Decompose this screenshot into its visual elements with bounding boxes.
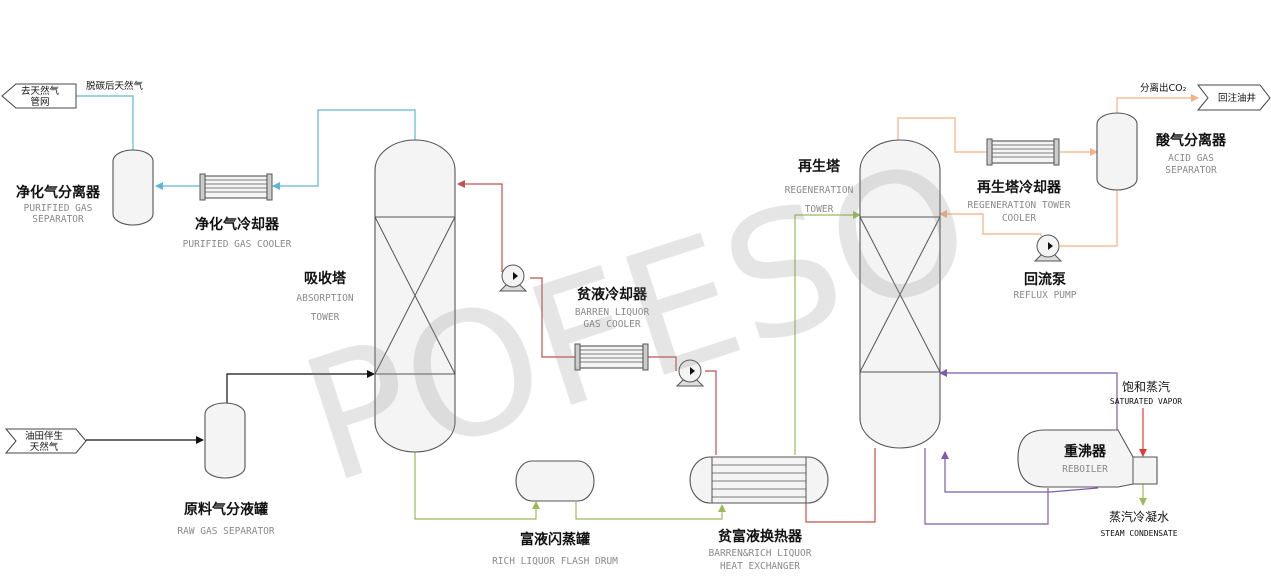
label-hx-en-2: HEAT EXCHANGER: [720, 561, 800, 572]
label-to-pipeline-1: 去天然气: [21, 85, 60, 97]
boundary-raw-gas: [4, 428, 87, 454]
label-raw-sep-en: RAW GAS SEPARATOR: [177, 526, 275, 537]
regeneration-tower: [859, 139, 941, 449]
barren-rich-heat-exchanger: [689, 456, 829, 504]
boundary-reinject: [1196, 84, 1271, 111]
absorption-tower: [374, 139, 456, 453]
pipe-reboiler-vapor-return: [939, 369, 1118, 432]
label-reboiler-en: REBOILER: [1062, 464, 1108, 475]
purified-gas-cooler: [199, 173, 273, 201]
pipe-regen-overhead: [897, 117, 992, 153]
label-absorber-cn: 吸收塔: [304, 270, 347, 287]
pipe-pump1-to-absorber: [457, 180, 503, 272]
pipe-absorber-bottom-rich: [414, 452, 540, 520]
pipe-flash-to-hx: [575, 502, 726, 520]
label-reinject: 回注油井: [1218, 92, 1256, 104]
label-purified-cooler-en: PURIFIED GAS COOLER: [183, 239, 292, 250]
boundary-to-pipeline: [1, 83, 77, 109]
raw-gas-separator: [204, 402, 246, 479]
label-co2-out: 分离出CO₂: [1140, 82, 1187, 94]
pipe-hx-to-regenerator: [794, 211, 861, 455]
pipe-reflux-to-regen: [939, 210, 1042, 236]
barren-pump-1: [498, 264, 528, 292]
reboiler: [1017, 429, 1158, 488]
label-purified-sep-en-1: PURIFIED GAS: [24, 203, 93, 214]
pipe-barren-hx-to-pump: [805, 448, 876, 523]
pipe-pump2-to-cooler: [643, 356, 677, 371]
label-condensate-cn: 蒸汽冷凝水: [1109, 509, 1169, 524]
label-barren-cooler-en-2: GAS COOLER: [583, 319, 640, 330]
label-acid-sep-cn: 酸气分离器: [1156, 132, 1227, 149]
label-purified-sep-en-2: SEPARATOR: [32, 214, 84, 225]
label-sat-vapor-en: SATURATED VAPOR: [1110, 397, 1182, 406]
label-flash-drum-cn: 富液闪蒸罐: [520, 531, 590, 548]
label-purified-sep-cn: 净化气分离器: [16, 184, 101, 201]
label-raw-gas-2: 天然气: [30, 441, 59, 453]
pipe-co2-out: [1116, 94, 1199, 113]
svg-text:去天然气管网: 去天然气管网: [21, 85, 60, 108]
svg-text:油田伴生天然气: 油田伴生天然气: [25, 430, 64, 453]
rich-liquor-flash-drum: [515, 460, 595, 502]
label-raw-sep-cn: 原料气分液罐: [184, 501, 268, 518]
pipe-absorber-overhead: [272, 109, 416, 190]
label-absorber-en-1: ABSORPTION: [296, 293, 353, 304]
pipe-hx-to-pump2: [705, 370, 717, 455]
label-barren-cooler-cn: 贫液冷却器: [577, 286, 648, 303]
pipe-raw-sep-to-absorber: [226, 370, 375, 405]
pipe-purified-gas-out: [76, 95, 134, 150]
label-barren-cooler-en-1: BARREN LIQUOR: [575, 307, 650, 318]
label-raw-gas-1: 油田伴生: [25, 430, 64, 442]
pipe-regen-bottom-to-reboiler: [924, 448, 1049, 525]
label-sat-vapor-cn: 饱和蒸汽: [1122, 379, 1170, 394]
label-decarb-gas: 脱碳后天然气: [86, 80, 144, 92]
purified-gas-separator: [112, 149, 154, 226]
label-regenerator-en-2: TOWER: [805, 204, 834, 215]
barren-pump-2: [675, 359, 705, 387]
label-purified-cooler-cn: 净化气冷却器: [195, 216, 280, 233]
label-reflux-pump-en: REFLUX PUMP: [1014, 290, 1077, 301]
label-hx-en-1: BARREN&RICH LIQUOR: [709, 548, 812, 559]
reflux-pump: [1033, 234, 1063, 262]
label-reflux-pump-cn: 回流泵: [1024, 271, 1066, 288]
pipe-reboiler-liquid: [941, 451, 1099, 493]
pipe-acid-sep-bottom-reflux: [1060, 190, 1118, 247]
label-regen-cooler-en-1: REGENERATION TOWER: [968, 200, 1071, 211]
label-reboiler-cn: 重沸器: [1064, 443, 1107, 460]
label-regen-cooler-en-2: COOLER: [1002, 213, 1037, 224]
label-regenerator-cn: 再生塔: [798, 158, 841, 175]
label-absorber-en-2: TOWER: [311, 312, 340, 323]
label-acid-sep-en-2: SEPARATOR: [1165, 165, 1217, 176]
label-regen-cooler-cn: 再生塔冷却器: [977, 179, 1062, 196]
label-to-pipeline-2: 管网: [30, 96, 49, 108]
barren-liquor-cooler: [574, 343, 649, 371]
label-regenerator-en-1: REGENERATION: [785, 185, 854, 196]
acid-gas-separator: [1096, 112, 1138, 191]
label-condensate-en: STEAM CONDENSATE: [1100, 529, 1177, 538]
regeneration-tower-cooler: [986, 138, 1060, 166]
label-hx-cn: 贫富液换热器: [718, 528, 803, 545]
label-acid-sep-en-1: ACID GAS: [1168, 153, 1214, 164]
pipe-cooler-to-pump1: [530, 277, 580, 358]
label-flash-drum-en: RICH LIQUOR FLASH DRUM: [492, 556, 618, 567]
